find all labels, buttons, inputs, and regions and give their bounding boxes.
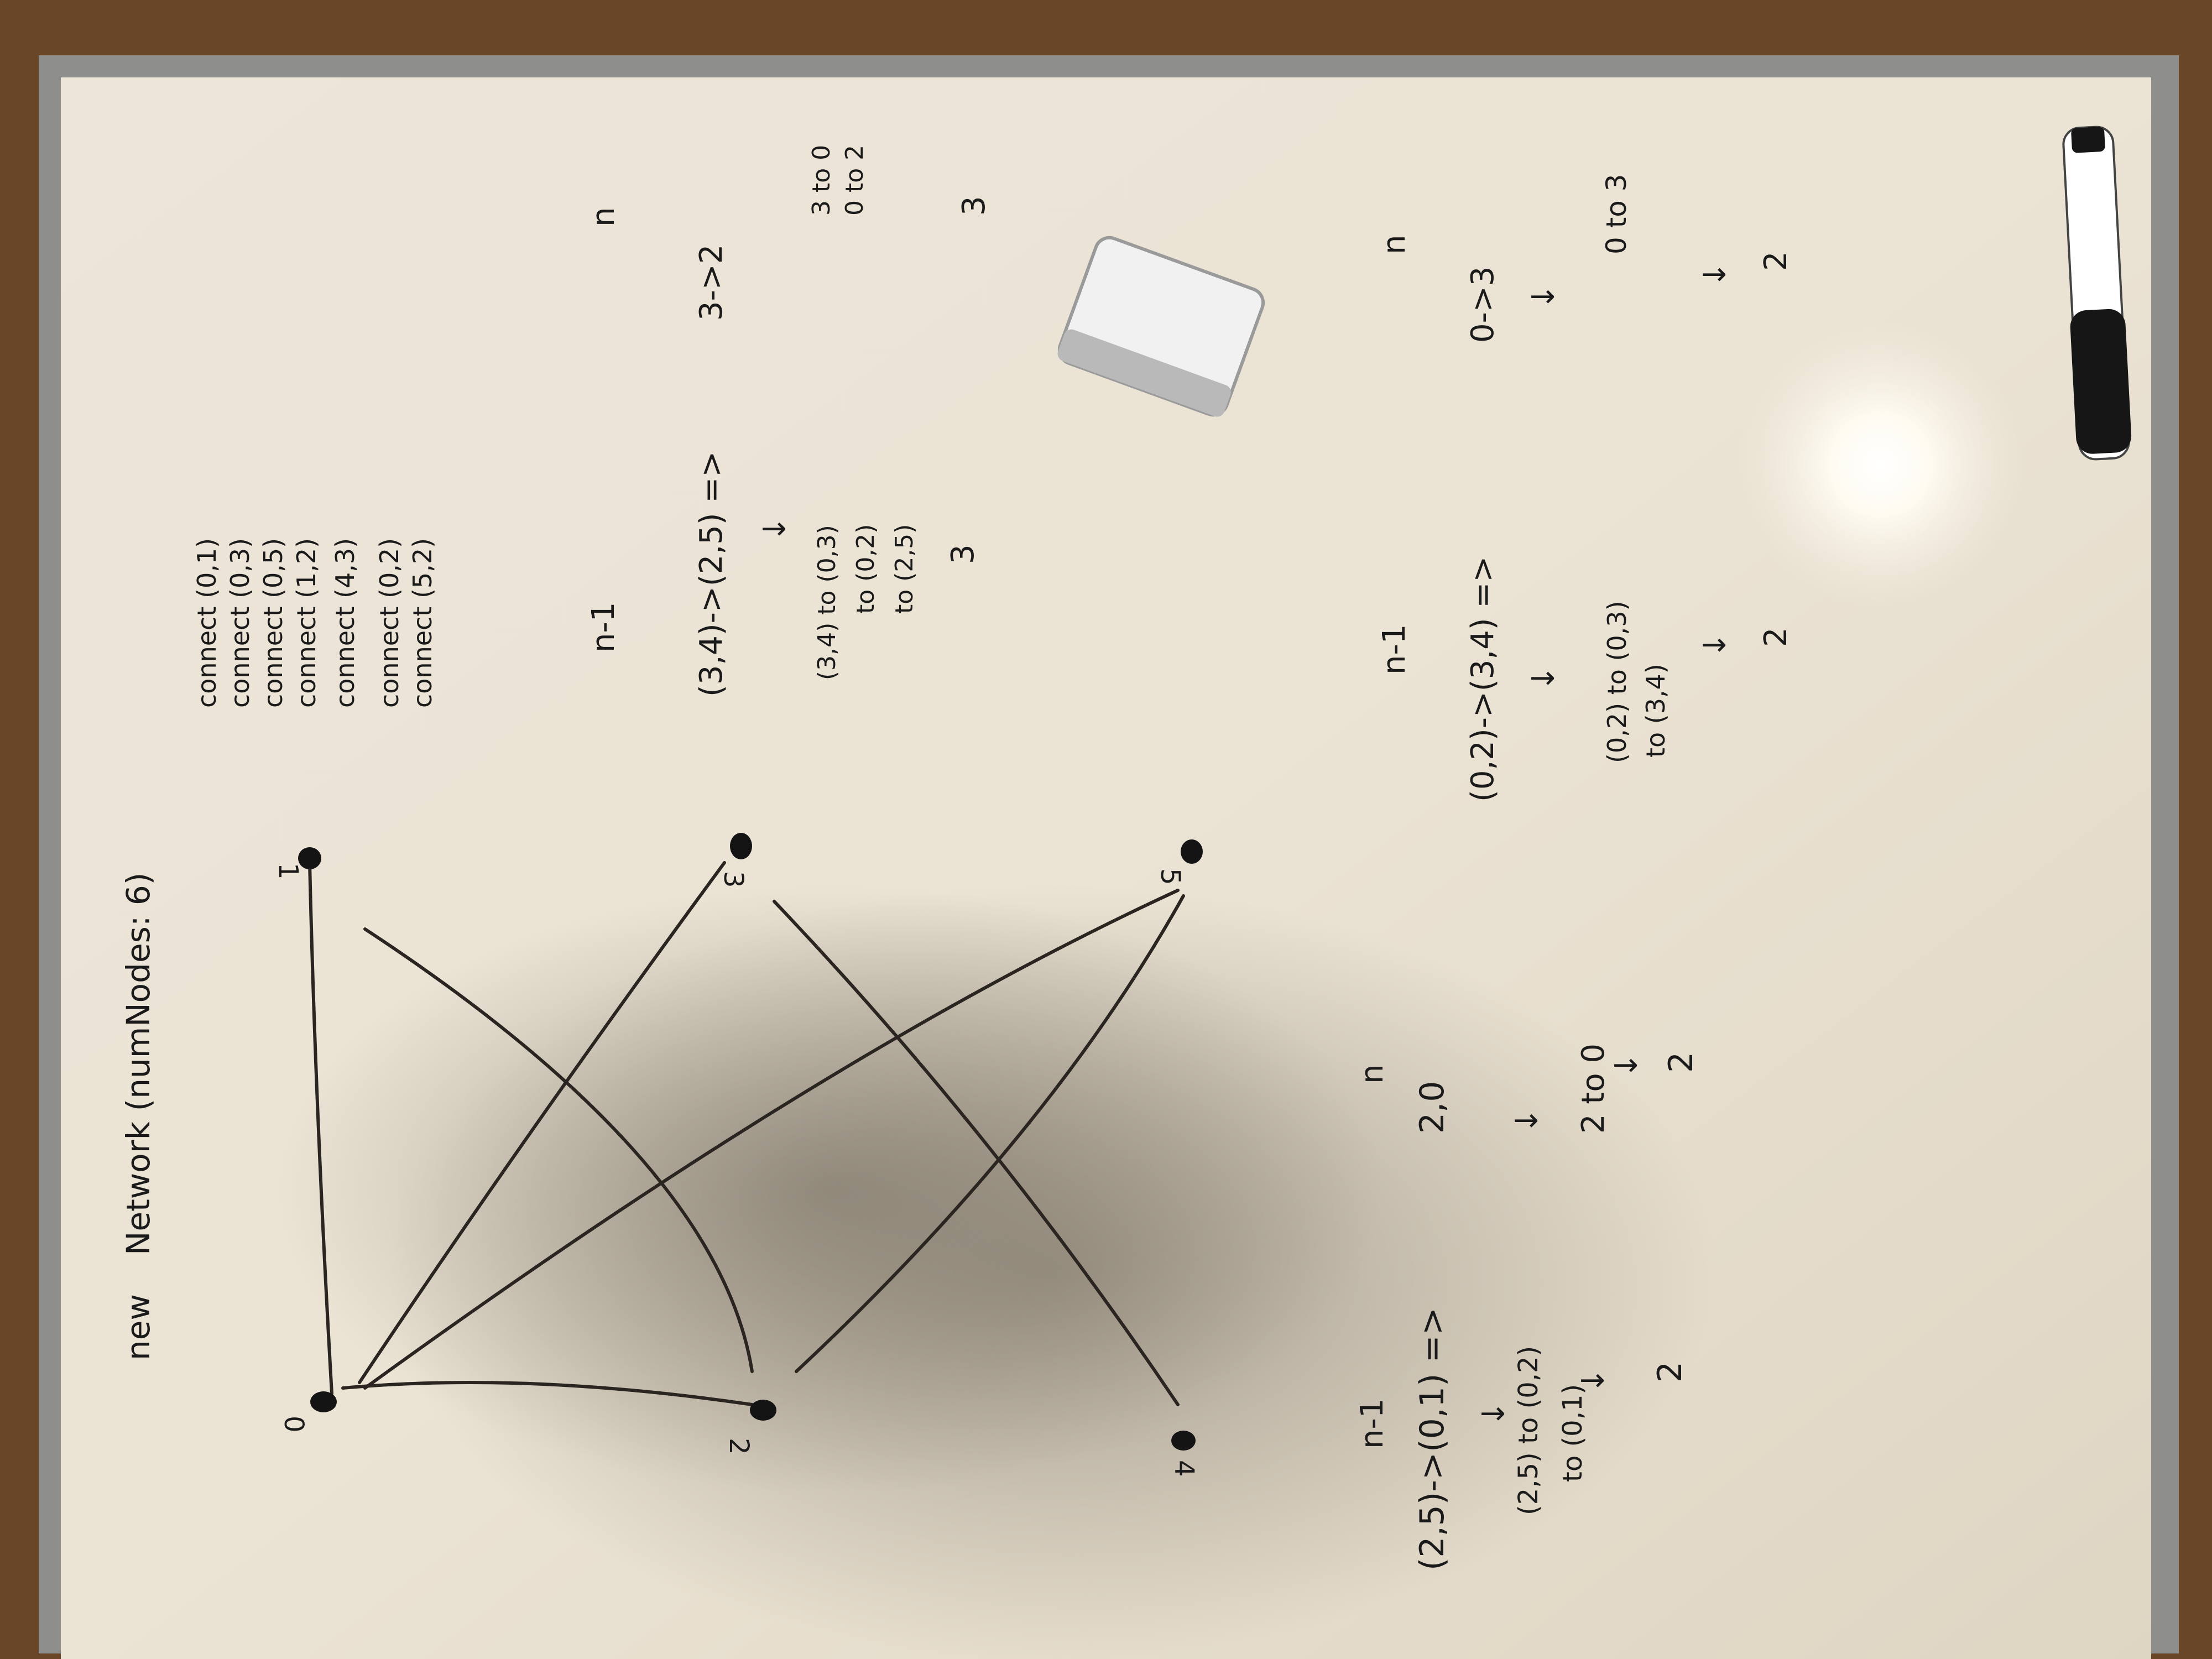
- example-2: n-1 n (3,4)->(2,5) => 3->2 ↓ (3,4) to (0…: [586, 145, 992, 697]
- query: (0,2)->(3,4) =>: [1465, 556, 1501, 802]
- node-4-label: 4: [1168, 1460, 1199, 1477]
- node-3-dot: [730, 833, 752, 859]
- result: 2,0: [1413, 1081, 1452, 1134]
- n-minus-1-label: n-1: [1376, 624, 1412, 675]
- down-arrow: ↓: [1526, 665, 1562, 691]
- node-3-label: 3: [718, 871, 749, 888]
- graph-edges: [308, 861, 1185, 1406]
- connect-line: connect (0,3): [225, 538, 255, 708]
- step: (0,2) to (0,3): [1602, 601, 1632, 763]
- step: 2 to 0: [1575, 1044, 1611, 1134]
- node-5-dot: [1181, 839, 1203, 864]
- query: (3,4)->(2,5) =>: [693, 451, 729, 697]
- n-label: n: [1354, 1065, 1390, 1084]
- marker: [2062, 126, 2132, 461]
- connect-line: connect (4,3): [330, 538, 360, 708]
- down-arrow: ↓: [1697, 262, 1733, 288]
- answer: 3: [945, 544, 981, 564]
- step: (3,4) to (0,3): [813, 525, 841, 680]
- query: (2,5)->(0,1) =>: [1413, 1307, 1452, 1571]
- down-arrow: ↓: [1609, 1052, 1645, 1078]
- step: to (0,1): [1557, 1384, 1588, 1482]
- step: to (2,5): [890, 524, 919, 614]
- node-0-label: 0: [278, 1416, 309, 1433]
- n-minus-1-label: n-1: [586, 602, 622, 653]
- answer: 2: [1758, 627, 1794, 647]
- eraser: [1057, 236, 1265, 417]
- node-4-dot: [1171, 1431, 1196, 1451]
- down-arrow: ↓: [757, 516, 793, 542]
- example-3: n-1 n (0,2)->(3,4) => 0->3 ↓ (0,2) to (0…: [1376, 174, 1794, 802]
- node-2-label: 2: [723, 1438, 754, 1455]
- connect-line: connect (5,2): [408, 538, 437, 708]
- connect-line: connect (0,5): [258, 538, 288, 708]
- answer: 2: [1651, 1361, 1689, 1383]
- connect-line: connect (0,2): [374, 538, 404, 708]
- side-step: 3 to 0: [807, 145, 836, 216]
- n-label: n: [1376, 235, 1412, 255]
- answer-2: 3: [956, 196, 992, 216]
- side-step: 0 to 2: [841, 145, 869, 216]
- header-text: new Network (numNodes: 6): [119, 873, 157, 1360]
- connect-line: connect (1,2): [291, 538, 321, 708]
- node-1-dot: [298, 847, 321, 869]
- node-2-dot: [750, 1400, 776, 1421]
- node-0-dot: [310, 1391, 337, 1412]
- step: (2,5) to (0,2): [1513, 1346, 1544, 1515]
- down-arrow: ↓: [1509, 1108, 1545, 1134]
- connect-line: connect (0,1): [192, 538, 222, 708]
- result: 3->2: [693, 244, 729, 321]
- network-constructor: Network (numNodes: 6): [119, 873, 157, 1255]
- answer-2: 2: [1758, 251, 1794, 271]
- node-1-label: 1: [273, 863, 304, 880]
- result: 0->3: [1465, 267, 1501, 343]
- down-arrow: ↓: [1476, 1401, 1512, 1427]
- light-glare: [1736, 321, 2024, 608]
- n-minus-1-label: n-1: [1354, 1399, 1390, 1449]
- node-labels: 0 1 2 3 4 5: [273, 863, 1199, 1477]
- new-keyword: new: [119, 1294, 157, 1360]
- step: to (3,4): [1641, 664, 1671, 758]
- answer-2: 2: [1662, 1052, 1700, 1073]
- n-label: n: [586, 207, 622, 227]
- node-5-label: 5: [1155, 868, 1186, 885]
- step: to (0,2): [852, 524, 880, 614]
- graph-nodes: [298, 833, 1203, 1451]
- shadow: [276, 885, 1383, 1493]
- example-1: n-1 n (2,5)->(0,1) => 2,0 ↓ (2,5) to (0,…: [1354, 1044, 1700, 1571]
- down-arrow: ↓: [1697, 632, 1733, 658]
- down-arrow: ↓: [1526, 284, 1562, 310]
- side-step: 0 to 3: [1600, 174, 1632, 254]
- connect-list: connect (0,1) connect (0,3) connect (0,5…: [192, 538, 437, 708]
- down-arrow: ↓: [1575, 1368, 1611, 1394]
